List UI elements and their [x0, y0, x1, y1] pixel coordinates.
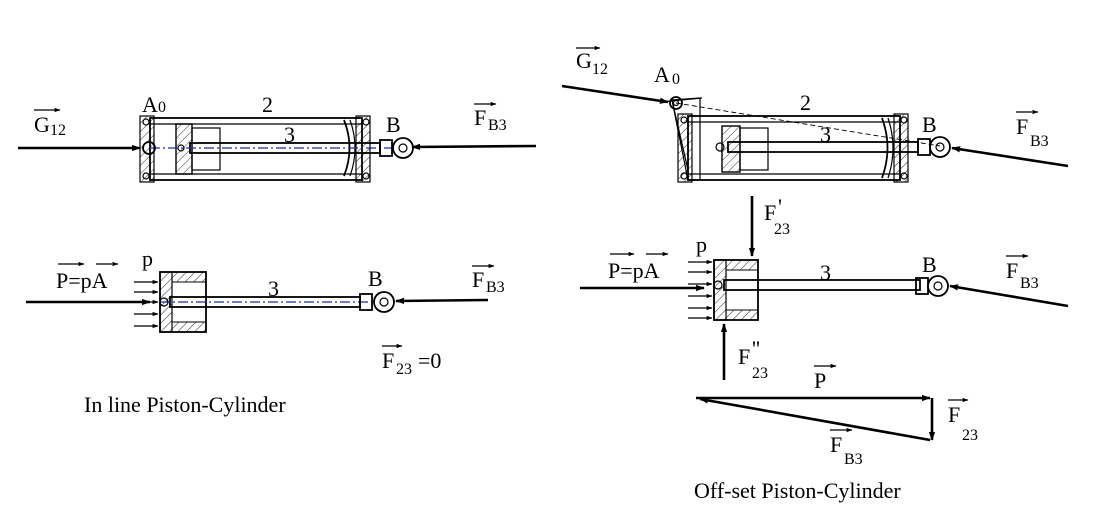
f23-dprime-label: F [738, 344, 750, 369]
inline-assembly [139, 115, 414, 183]
force-fb3-fb-offset-arrow [949, 284, 1069, 308]
force-fb3-offset-arrow [951, 146, 1069, 168]
a0-label-offset: A [654, 62, 670, 87]
force-fb3-fb-inline-arrow [395, 297, 489, 305]
p-small-label-offset: p [696, 232, 707, 257]
fb3-sub-fb-inline: B3 [486, 279, 505, 296]
g12-sub-inline: 12 [50, 122, 66, 139]
f23-vec-label: F [948, 402, 960, 427]
f23-dprime-sub: 23 [752, 365, 768, 382]
b-label-fb-inline: B [368, 266, 383, 291]
f23-prime-label: F [764, 200, 776, 225]
force-vector-triangle [696, 394, 936, 442]
fb3-sub-fb-offset: B3 [1020, 275, 1039, 292]
fb3-vec-sub: B3 [844, 451, 863, 468]
p-pa-label-offset: P=pA [608, 258, 660, 283]
fb3-sub-offset: B3 [1030, 133, 1049, 150]
a0-sub-inline: 0 [158, 99, 166, 116]
fb3-label-offset: F [1016, 114, 1028, 139]
link-3-label-offset: 3 [820, 122, 831, 147]
force-g12-offset-arrow [561, 84, 669, 104]
b-label-fb-offset: B [922, 252, 937, 277]
caption-inline: In line Piston-Cylinder [84, 392, 286, 417]
f23-zero-label: =0 [418, 348, 441, 373]
f23-dprime-mark: '' [752, 336, 760, 361]
g12-label-offset: G [576, 48, 592, 73]
force-fb3-inline-arrow [411, 143, 537, 151]
a0-label-inline: A [142, 92, 158, 117]
inline-free-body [134, 271, 395, 333]
g12-sub-offset: 12 [592, 61, 608, 78]
f23-vec-sub: 23 [962, 427, 978, 444]
a0-sub-offset: 0 [672, 71, 680, 88]
p-pa-label-inline: P=pA [56, 268, 108, 293]
link-2-label-offset: 2 [800, 90, 811, 115]
fb3-label-inline: F [474, 105, 486, 130]
f23-prime-sub: 23 [774, 221, 790, 238]
b-label-offset: B [922, 112, 937, 137]
link-3-label-fb-inline: 3 [268, 276, 279, 301]
f23-prime-mark: ' [778, 194, 782, 219]
g12-label-inline: G [34, 112, 50, 137]
offset-free-body [688, 259, 949, 321]
b-label-inline: B [386, 112, 401, 137]
offset-assembly [659, 96, 951, 183]
f23-label-inline: F [382, 348, 394, 373]
caption-offset: Off-set Piston-Cylinder [694, 478, 901, 503]
p-small-label-inline: p [142, 246, 153, 271]
fb3-label-fb-offset: F [1006, 258, 1018, 283]
fb3-label-fb-inline: F [472, 267, 484, 292]
link-3-label-fb-offset: 3 [820, 260, 831, 285]
fb3-sub-inline: B3 [488, 117, 507, 134]
f23-sub-inline: 23 [396, 361, 412, 378]
fb3-vec-label: F [830, 432, 842, 457]
link-3-label-inline: 3 [284, 122, 295, 147]
link-2-label-inline: 2 [262, 92, 273, 117]
p-vec-label: P [814, 368, 826, 393]
